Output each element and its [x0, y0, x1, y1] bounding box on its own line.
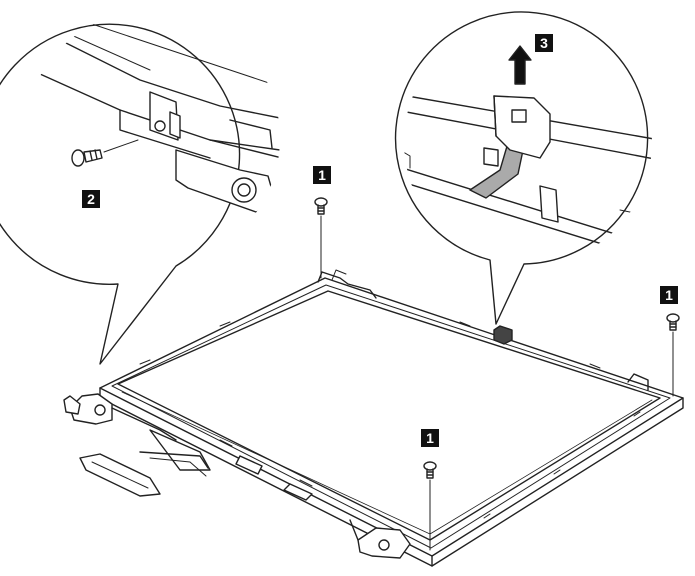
screw-top: [314, 197, 328, 279]
lcd-assembly: [63, 269, 684, 567]
cable-tab: [493, 95, 551, 159]
lcd-bezel-outer: [99, 277, 684, 557]
step-label-screw-right: 1: [660, 286, 678, 304]
callout-hinge-screw: [0, 19, 280, 365]
step-label-cable-lift: 3: [535, 34, 553, 52]
bezel-tabs: [139, 321, 641, 519]
step-label-screw-top: 1: [313, 166, 331, 184]
right-hinge: [349, 519, 411, 559]
screw-right: [666, 313, 680, 397]
left-hinge: [63, 393, 177, 441]
lcd-panel: [117, 290, 661, 541]
right-bracket: [627, 373, 649, 391]
callout-right-circle: [394, 11, 649, 325]
lift-arrow: [508, 45, 532, 85]
lcd-cable-bottom: [79, 429, 313, 501]
cable-connector: [493, 325, 513, 345]
screw-bottom: [423, 461, 437, 551]
step-label-hinge-screw: 2: [82, 190, 100, 208]
step-label-screw-bottom: 1: [421, 429, 439, 447]
callout-cable-lift: [394, 11, 652, 325]
